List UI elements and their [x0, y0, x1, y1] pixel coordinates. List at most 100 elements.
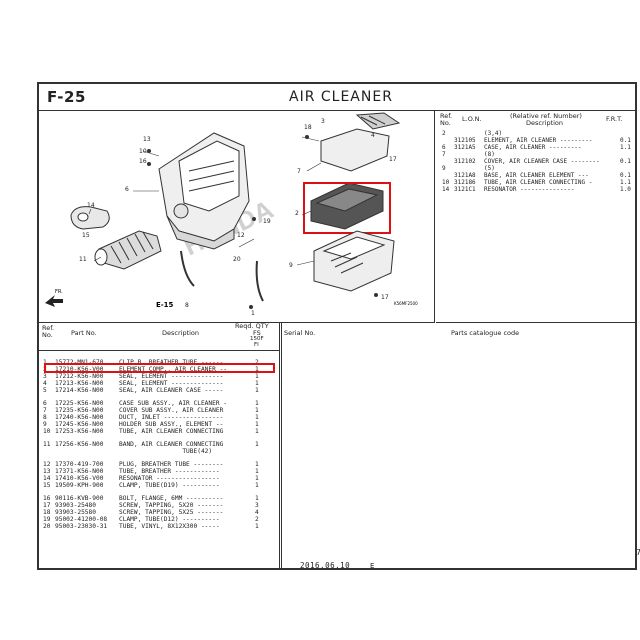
part-ref: 3	[43, 373, 47, 380]
part-description: RESONATOR -----------------	[119, 475, 220, 482]
part-ref: 4	[43, 380, 47, 387]
part-description: CASE SUB ASSY., AIR CLEANER -	[119, 400, 228, 407]
part-number: 17253-K56-N00	[55, 428, 104, 435]
part-number: 17214-K56-N00	[55, 387, 104, 394]
ref-panel-desc: CASE, AIR CLEANER ---------	[484, 144, 582, 151]
ref-panel-desc: BASE, AIR CLEANER ELEMENT ---	[484, 172, 589, 179]
labor-reference-panel: Ref. No. L.O.N. (Relative ref. Number) D…	[436, 111, 635, 323]
callout-19-upper: 19	[263, 218, 271, 225]
part-number: 17240-K56-N00	[55, 414, 104, 421]
part-qty: 1	[255, 380, 259, 387]
page-header: F-25 AIR CLEANER	[39, 84, 635, 111]
part-ref: 10	[43, 428, 51, 435]
part-ref: 19	[43, 516, 51, 523]
part-number: 17213-K56-N00	[55, 380, 104, 387]
ref-panel-lon: 3121A5	[454, 144, 476, 151]
callout-leaders	[88, 136, 322, 266]
parts-model-header: 150F	[250, 336, 264, 342]
ref-panel-lon: 312186	[454, 179, 476, 186]
svg-text:FR.: FR.	[55, 289, 63, 295]
callout-13: 13	[143, 136, 151, 143]
ref-panel-ref: 6	[442, 144, 446, 151]
part-number: 17225-K56-N00	[55, 400, 104, 407]
ref-panel-ref: 7	[442, 151, 446, 158]
part-description: SEAL, AIR CLEANER CASE -----	[119, 387, 224, 394]
header-underline	[39, 350, 279, 351]
part-qty: 1	[255, 414, 259, 421]
column-divider	[281, 323, 282, 568]
part-ref: 8	[43, 414, 47, 421]
part-ref: 17	[43, 502, 51, 509]
ref-panel-row: 9(5)	[436, 165, 635, 172]
ref-panel-relative-header: (Relative ref. Number)	[510, 112, 582, 120]
part-description: TUBE, VINYL, 8X12X300 -----	[119, 523, 220, 530]
ref-panel-desc: ELEMENT, AIR CLEANER ---------	[484, 137, 593, 144]
part-ref: 6	[43, 400, 47, 407]
column-divider	[279, 323, 280, 568]
catalogue-page: F-25 AIR CLEANER HONDA	[37, 82, 637, 570]
part-number: 17371-K56-N00	[55, 468, 104, 475]
part-ref: 9	[43, 421, 47, 428]
ref-panel-row: 7 (8)	[436, 151, 635, 158]
ref-panel-frt: 1.1	[620, 179, 631, 186]
parts-fs-header: FS	[253, 329, 261, 337]
part-number: 19509-KPH-900	[55, 482, 104, 489]
catalogue-code-header: Parts catalogue code	[451, 329, 520, 337]
part-ref: 1	[43, 359, 47, 366]
part-qty: 1	[255, 495, 259, 502]
figure-number: F-25	[47, 88, 86, 106]
part-qty: 1	[255, 468, 259, 475]
part-number: 17235-K56-N00	[55, 407, 104, 414]
ref-panel-lon: 312105	[454, 137, 476, 144]
ref-panel-ref: 14	[442, 186, 450, 193]
part-description: CLIP B, BREATHER TUBE ------	[119, 359, 224, 366]
part-number: 17210-K56-V00	[55, 366, 104, 373]
part-description: BOLT, FLANGE, 6MM ----------	[119, 495, 224, 502]
part-qty: 1	[255, 475, 259, 482]
ref-panel-ref-header: Ref. No.	[440, 112, 453, 127]
part-description: SCREW, TAPPING, 5X25 -------	[119, 509, 224, 516]
front-arrow-icon: FR.	[45, 289, 63, 307]
diagram-drawing: HONDA	[45, 112, 418, 317]
callout-15: 15	[82, 232, 90, 239]
part-ref: 11	[43, 441, 51, 448]
part-number: 17256-K56-N00	[55, 441, 104, 448]
part-description: ELEMENT COMP., AIR CLEANER --	[119, 366, 228, 373]
page-title: AIR CLEANER	[289, 89, 393, 105]
parts-description-header: Description	[162, 329, 200, 337]
part-qty: 1	[255, 373, 259, 380]
ref-panel-lon-header: L.O.N.	[462, 115, 482, 123]
ref-panel-frt: 1.1	[620, 144, 631, 151]
ref-panel-frt-header: F.R.T.	[606, 115, 623, 123]
ref-panel-desc: (8)	[484, 151, 495, 158]
side-mark: 7	[636, 548, 640, 557]
part-description: DUCT, INLET ----------------	[119, 414, 224, 421]
part-ref: 13	[43, 468, 51, 475]
part-qty: 2	[255, 516, 259, 523]
breather-tube-part	[180, 250, 264, 302]
table-row: 8 17240-K56-N00 DUCT, INLET --------------…	[39, 414, 279, 421]
part-ref: 15	[43, 482, 51, 489]
resonator-part	[70, 206, 110, 230]
callout-1: 1	[251, 310, 255, 317]
part-number: 93903-25480	[55, 502, 96, 509]
ref-panel-lon: 3121C1	[454, 186, 476, 193]
ref-panel-desc: (3,4)	[484, 130, 503, 137]
element-part	[310, 182, 384, 230]
part-ref: 18	[43, 509, 51, 516]
ref-panel-lon: 312102	[454, 158, 476, 165]
ref-panel-lon: 3121A8	[454, 172, 476, 179]
parts-number-header: Part No.	[71, 329, 97, 337]
element-highlight-box	[303, 182, 391, 234]
